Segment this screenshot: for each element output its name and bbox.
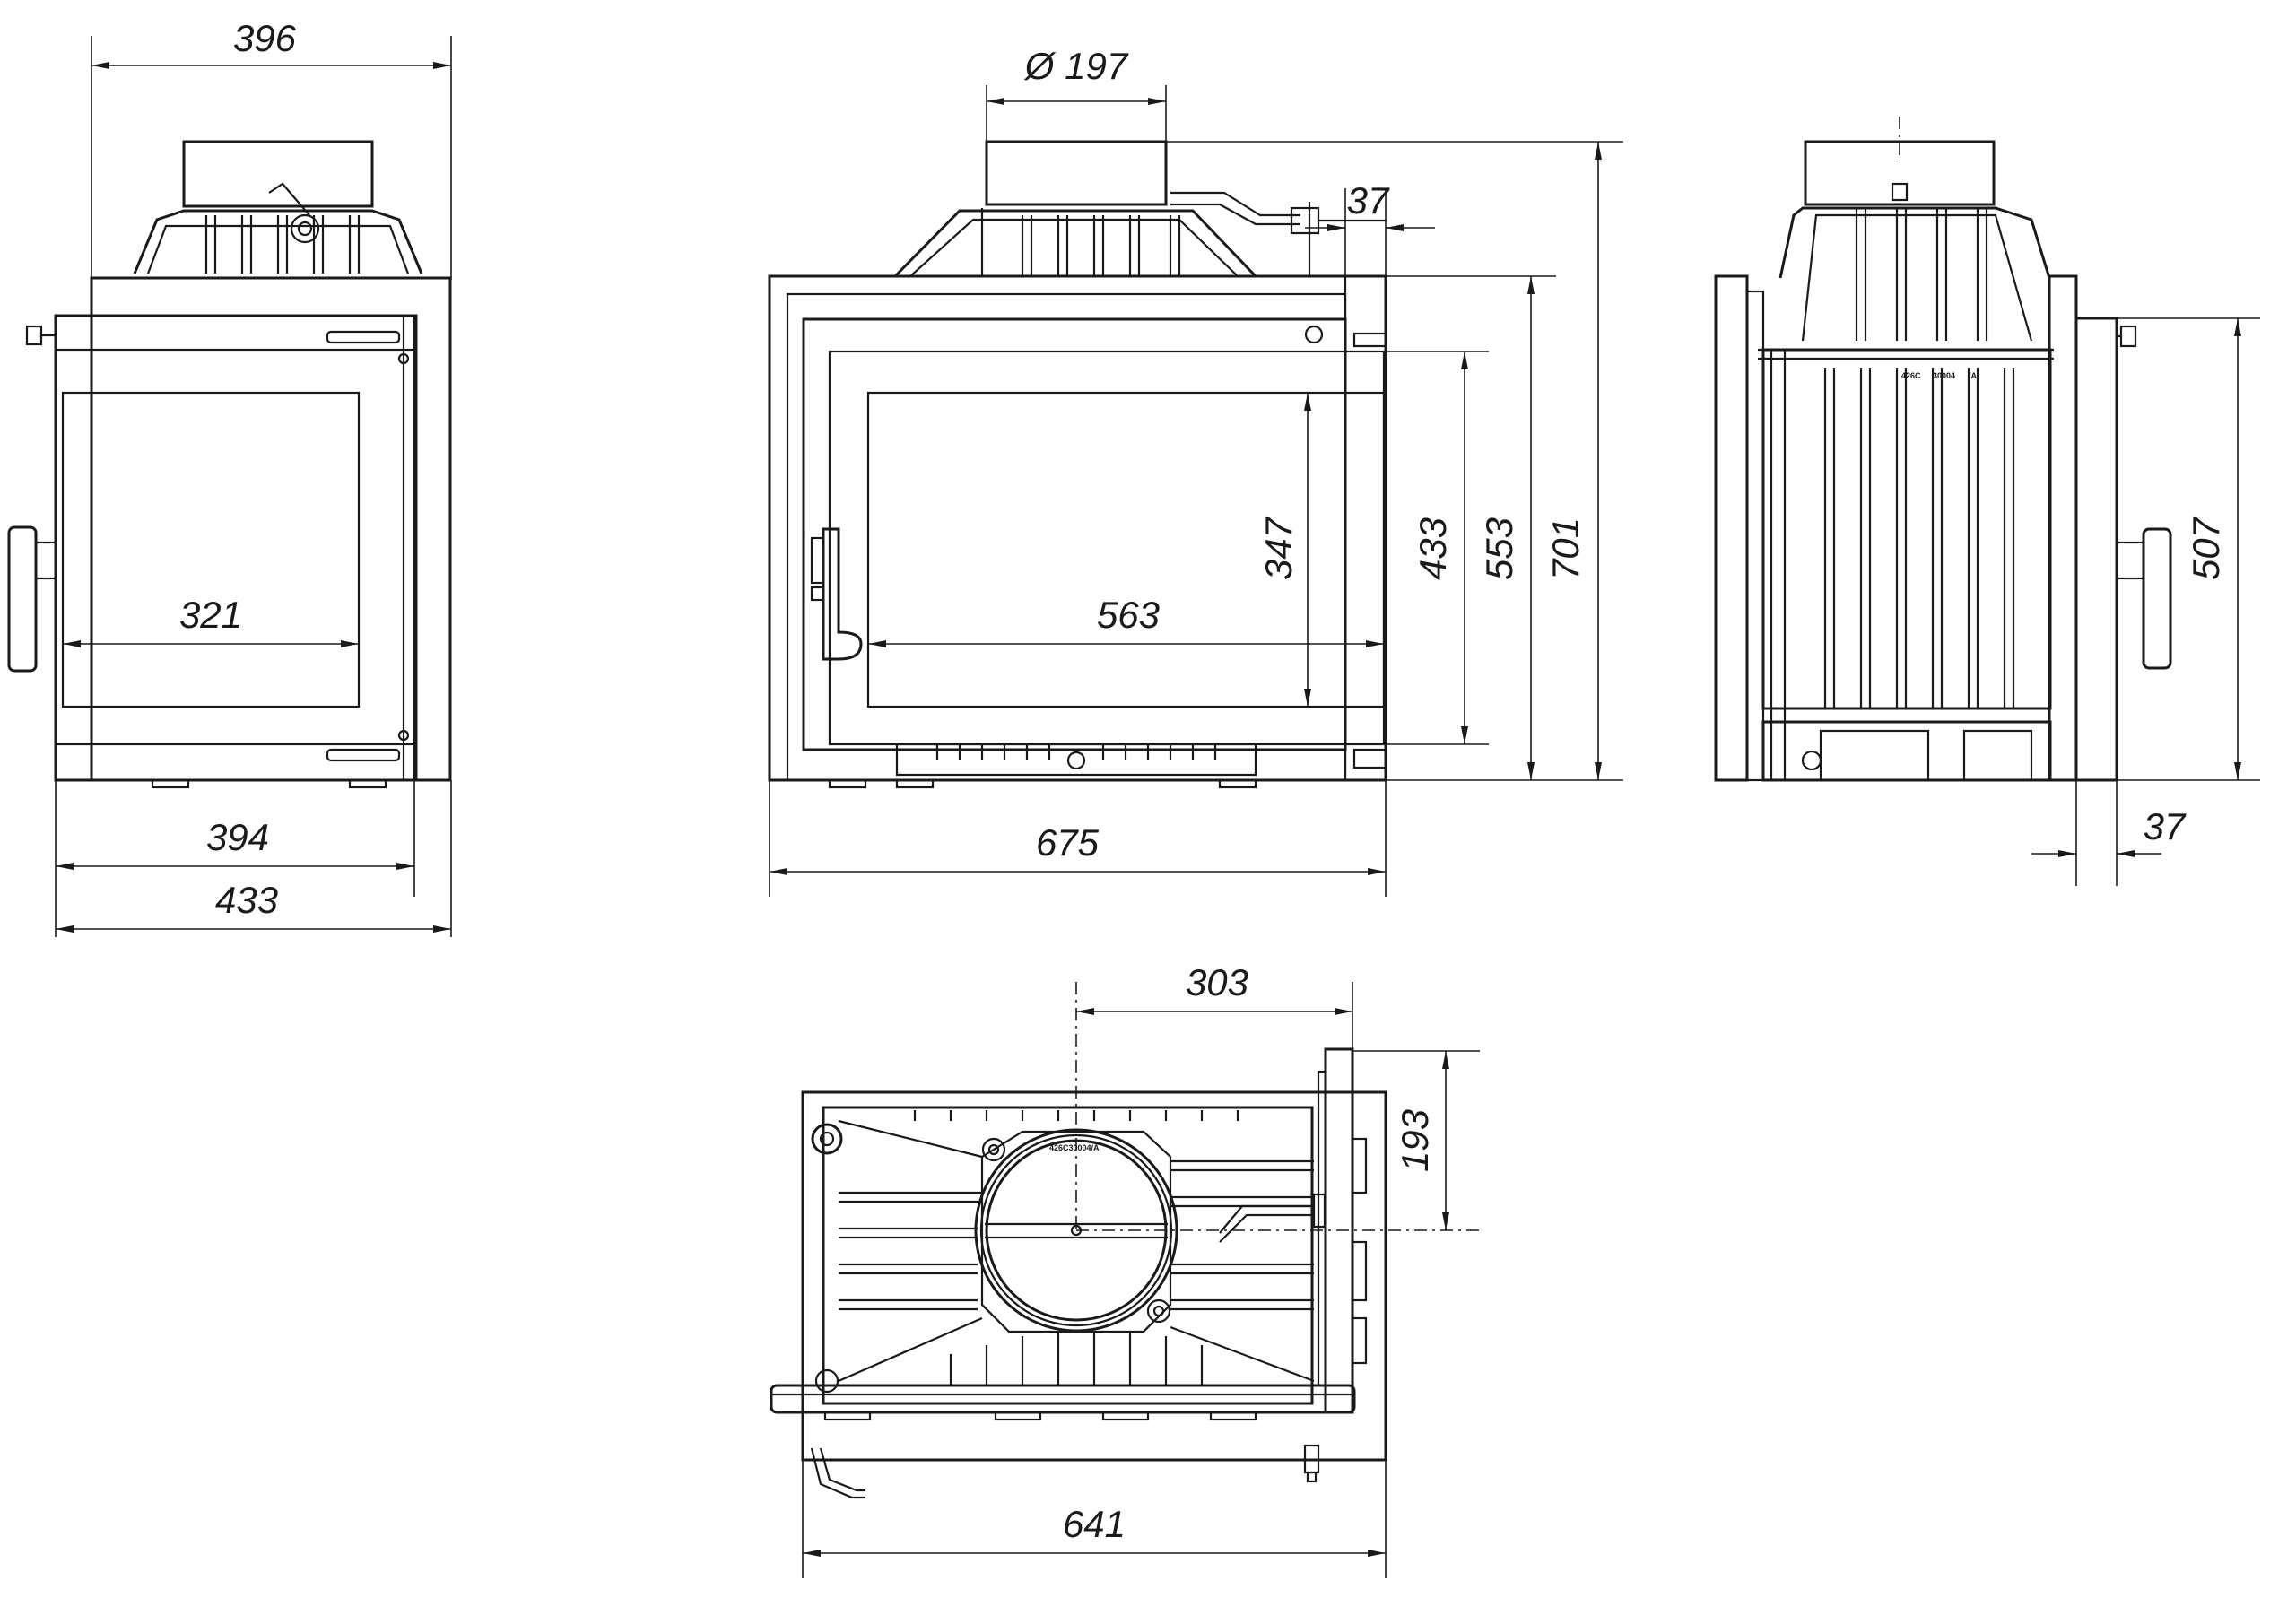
front-view: Ø 197 37 563 347 433 553 701 675 bbox=[768, 45, 1623, 897]
dim-top-width-396: 396 bbox=[233, 17, 297, 59]
dim-total-width-433: 433 bbox=[215, 879, 278, 921]
dim-door-height-433: 433 bbox=[1412, 517, 1454, 580]
dim-glass-height-347: 347 bbox=[1257, 516, 1300, 580]
dim-door-width-394: 394 bbox=[206, 816, 269, 858]
dim-frame-offset-37-front: 37 bbox=[1347, 179, 1390, 221]
right-side-view: 426C 30004 /A 507 37 bbox=[1714, 117, 2260, 886]
dim-side-height-507: 507 bbox=[2185, 516, 2227, 580]
top-view: 426C30004/A 303 193 641 bbox=[770, 961, 1480, 1578]
dim-total-depth-641: 641 bbox=[1063, 1503, 1126, 1545]
dim-total-height-701: 701 bbox=[1544, 517, 1587, 580]
dim-body-height-553: 553 bbox=[1478, 517, 1520, 580]
plate-label-30004: 30004 bbox=[1933, 371, 1955, 380]
left-side-view: 396 321 394 433 bbox=[7, 17, 452, 937]
plate-label-a: /A bbox=[1969, 371, 1978, 380]
dim-glass-width-321: 321 bbox=[179, 594, 242, 636]
flange-label: 426C30004/A bbox=[1049, 1143, 1100, 1152]
dim-frame-offset-37-side: 37 bbox=[2144, 805, 2187, 847]
dim-glass-width-563: 563 bbox=[1097, 594, 1160, 636]
dim-flue-offset-x-303: 303 bbox=[1186, 961, 1248, 1003]
dim-total-width-675: 675 bbox=[1036, 821, 1100, 864]
dim-flue-diameter-197: Ø 197 bbox=[1023, 45, 1129, 87]
plate-label-426c: 426C bbox=[1901, 371, 1921, 380]
dim-flue-offset-y-193: 193 bbox=[1394, 1109, 1436, 1172]
